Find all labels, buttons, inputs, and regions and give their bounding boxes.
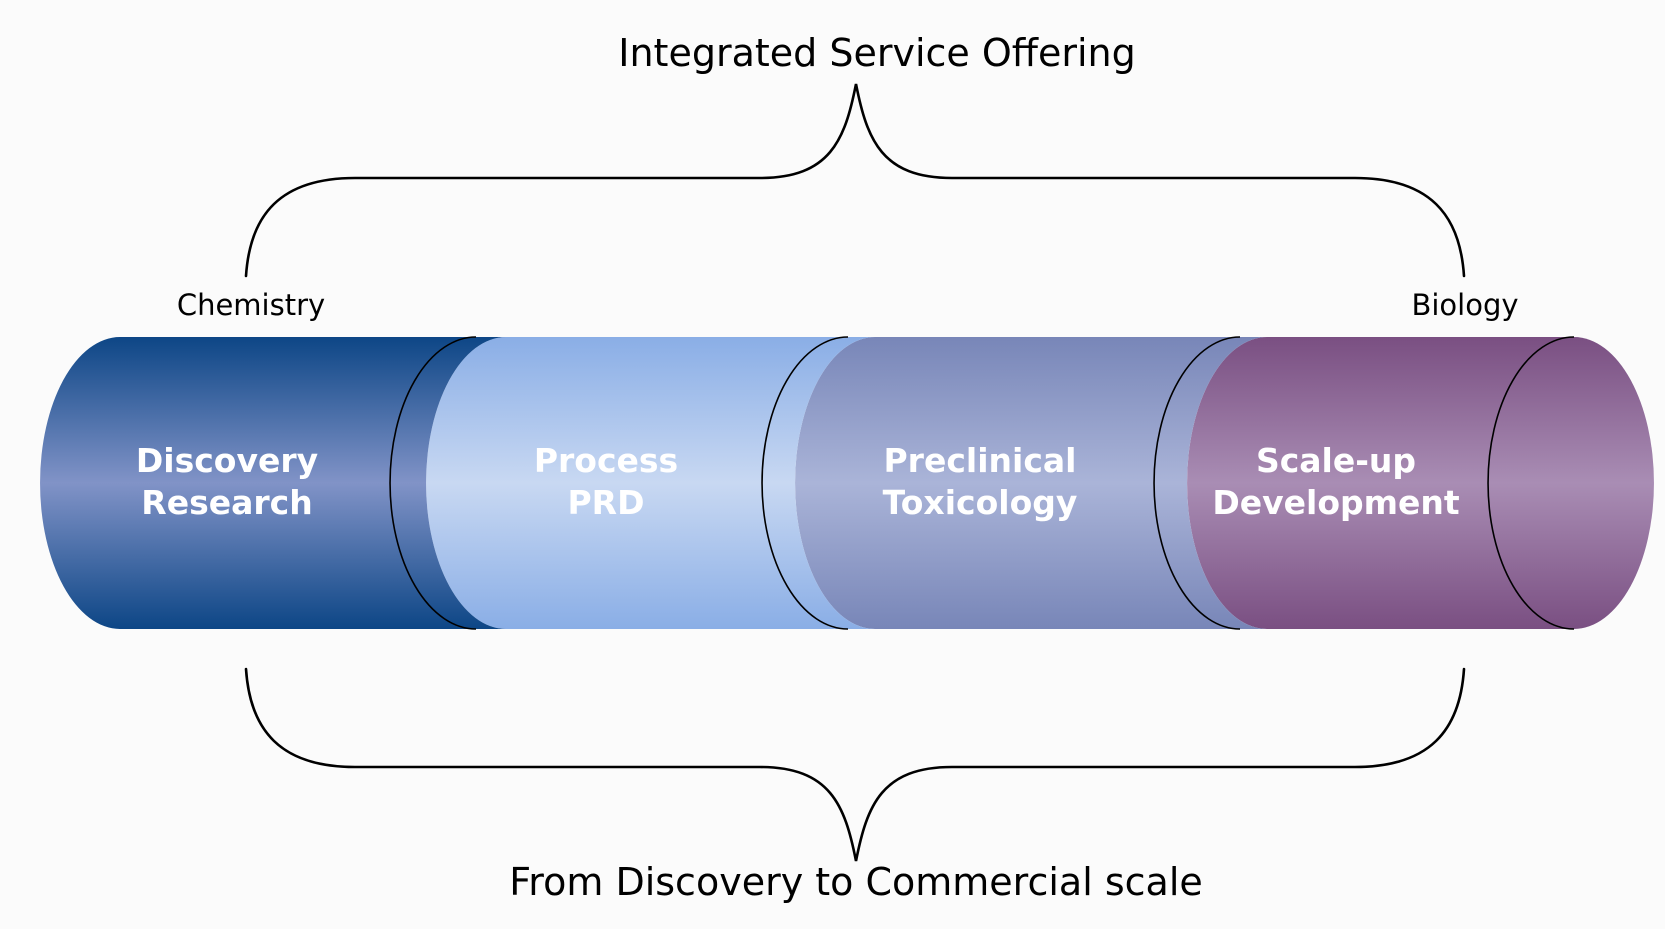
segment-process: Process PRD	[426, 336, 875, 630]
segment-process-line1: Process	[534, 441, 678, 480]
biology-label: Biology	[1411, 288, 1518, 322]
segment-preclinical-line1: Preclinical	[884, 441, 1077, 480]
segment-discovery-rim	[389, 336, 477, 630]
segment-process-line2: PRD	[568, 483, 645, 522]
chemistry-label: Chemistry	[177, 288, 325, 322]
bottom-caption: From Discovery to Commercial scale	[509, 860, 1203, 904]
top-brace	[244, 83, 1466, 278]
segment-scaleup-body	[1187, 337, 1654, 629]
segment-discovery: Discovery Research	[40, 336, 506, 630]
segment-discovery-body	[40, 337, 506, 629]
segment-process-rim	[761, 336, 849, 630]
segment-preclinical-body	[795, 337, 1267, 629]
segment-discovery-line1: Discovery	[136, 441, 318, 480]
bottom-brace	[244, 667, 1466, 862]
segment-discovery-line2: Research	[141, 483, 312, 522]
segment-scaleup: Scale-up Development	[1187, 336, 1654, 630]
top-caption: Integrated Service Offering	[618, 31, 1135, 75]
segment-preclinical: Preclinical Toxicology	[795, 336, 1267, 630]
segment-process-body	[426, 337, 875, 629]
segment-scaleup-line2: Development	[1212, 483, 1460, 522]
cylinder-end-rim	[1487, 336, 1575, 630]
segment-scaleup-line1: Scale-up	[1256, 441, 1416, 480]
segment-preclinical-rim	[1153, 336, 1241, 630]
segment-preclinical-line2: Toxicology	[883, 483, 1078, 522]
